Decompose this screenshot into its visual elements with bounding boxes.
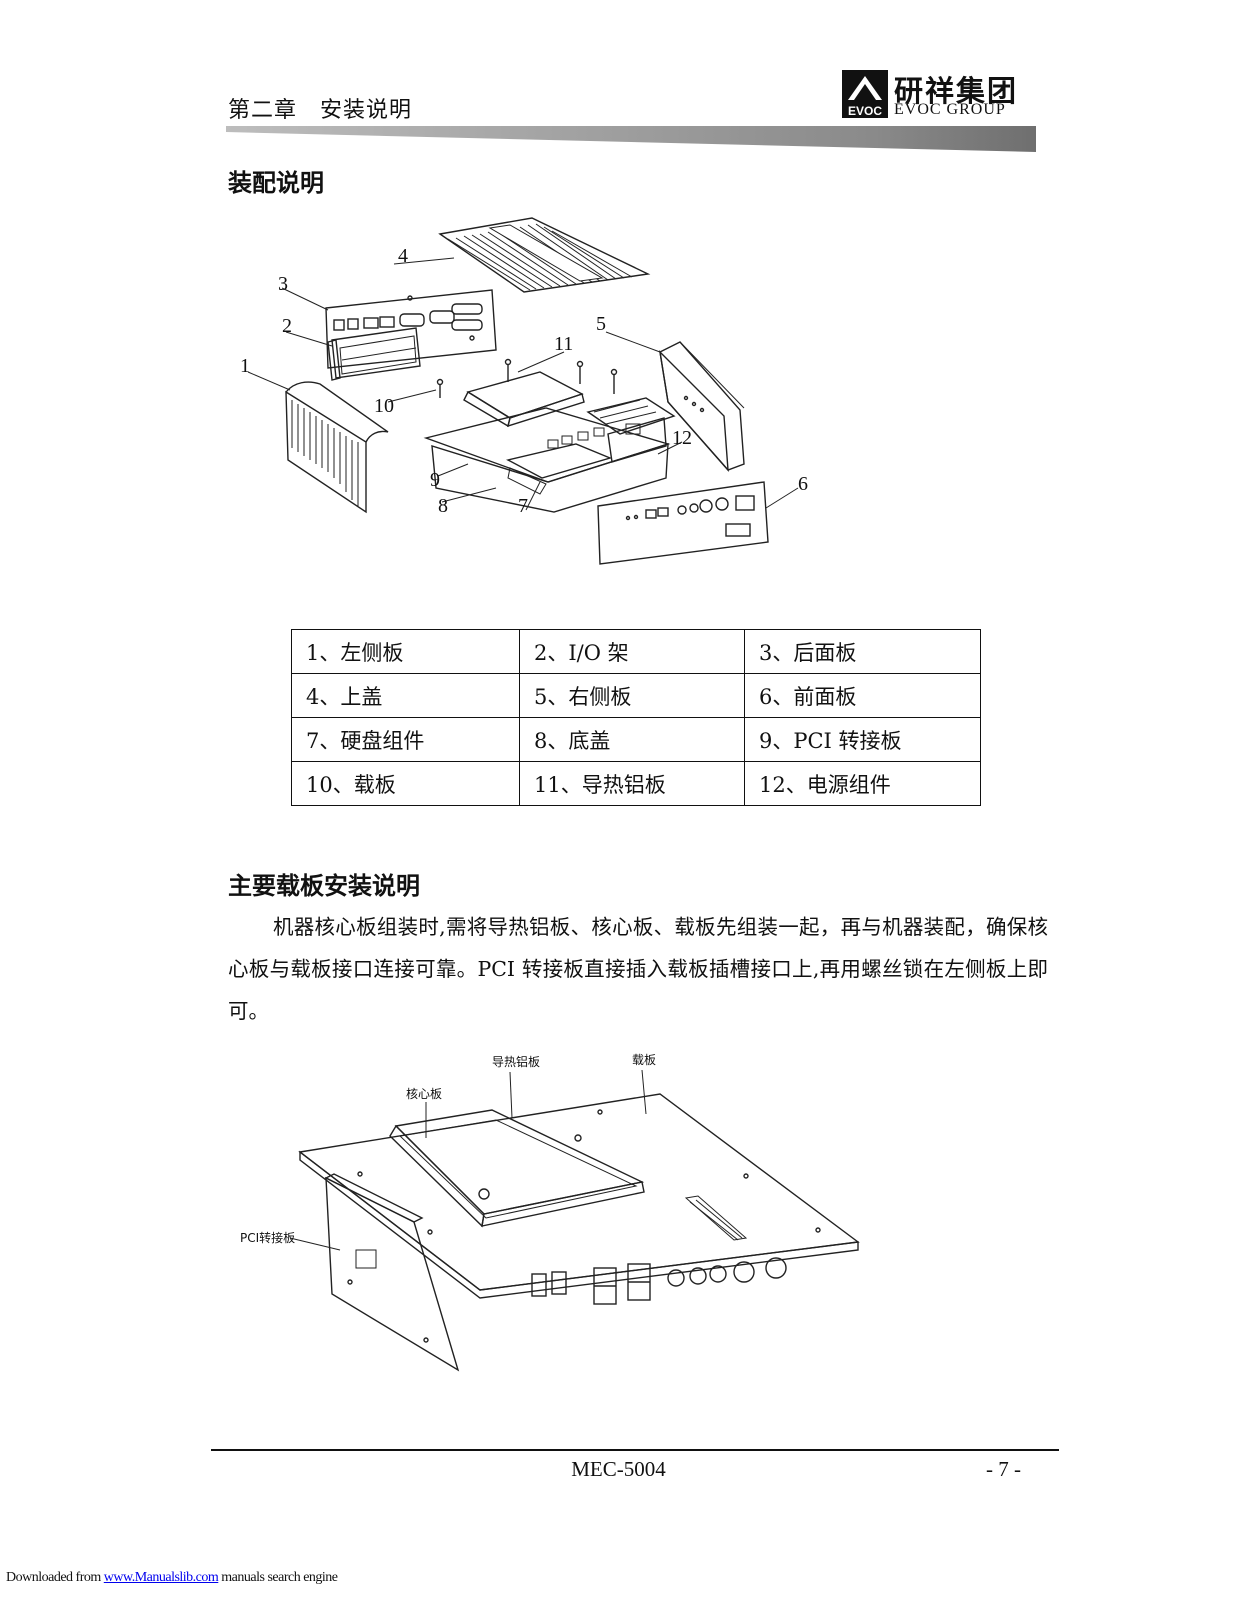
pci-riser-part <box>324 1173 460 1372</box>
central-assembly-part <box>423 358 676 513</box>
callout-1: 1 <box>240 355 250 377</box>
evoc-logo: EVOC 研祥集团 EVOC GROUP <box>842 70 1034 122</box>
label-core-board: 核心板 <box>406 1087 442 1101</box>
table-cell: 7、硬盘组件 <box>291 717 520 762</box>
evoc-logo-mark-icon: EVOC <box>842 70 888 118</box>
page-number: - 7 - <box>986 1457 1021 1481</box>
table-cell: 9、PCI 转接板 <box>744 717 981 762</box>
table-cell: 10、载板 <box>291 761 520 806</box>
table-cell: 6、前面板 <box>744 673 981 718</box>
parts-table: 1、左侧板 2、I/O 架 3、后面板 4、上盖 5、右侧板 6、前面板 7、硬… <box>291 629 981 806</box>
rear-io-ports-part <box>531 1257 787 1305</box>
callout-8: 8 <box>438 495 448 517</box>
left-side-panel-part <box>285 381 389 514</box>
table-row: 10、载板 11、导热铝板 12、电源组件 <box>291 761 981 806</box>
callout-2: 2 <box>282 315 292 337</box>
logo-english-name: EVOC GROUP <box>894 101 1006 118</box>
table-row: 1、左侧板 2、I/O 架 3、后面板 <box>291 629 981 674</box>
header-rule <box>226 126 1036 152</box>
callout-3: 3 <box>278 273 288 295</box>
table-cell: 2、I/O 架 <box>519 629 745 674</box>
download-prefix: Downloaded from <box>6 1570 104 1585</box>
front-panel-part <box>597 481 769 565</box>
callout-12: 12 <box>672 427 692 449</box>
section-title-carrier-install: 主要载板安装说明 <box>228 872 420 900</box>
table-row: 7、硬盘组件 8、底盖 9、PCI 转接板 <box>291 717 981 762</box>
download-suffix: manuals search engine <box>218 1570 338 1585</box>
exploded-assembly-diagram: 4 3 2 1 5 11 10 12 9 8 7 6 <box>240 217 808 565</box>
footer-model: MEC-5004 <box>571 1457 666 1481</box>
table-cell: 5、右侧板 <box>519 673 745 718</box>
table-cell: 1、左侧板 <box>291 629 520 674</box>
table-cell: 3、后面板 <box>744 629 981 674</box>
chapter-title: 第二章 安装说明 <box>228 98 413 123</box>
callout-4: 4 <box>398 245 408 267</box>
core-board-part <box>389 1109 645 1228</box>
rear-panel-part <box>325 289 497 369</box>
manualslib-link[interactable]: www.Manualslib.com <box>103 1570 219 1585</box>
logo-chinese-name: 研祥集团 <box>894 74 1019 108</box>
callout-6: 6 <box>798 473 808 495</box>
download-notice: Downloaded from www.Manualslib.com manua… <box>6 1570 338 1586</box>
callout-10: 10 <box>374 395 394 417</box>
label-carrier-board: 载板 <box>632 1053 656 1067</box>
footer-rule <box>211 1449 1059 1451</box>
table-cell: 12、电源组件 <box>744 761 981 806</box>
right-side-panel-part <box>658 341 745 473</box>
io-bracket-part <box>327 327 421 381</box>
top-cover-part <box>438 217 651 293</box>
table-cell: 4、上盖 <box>291 673 520 718</box>
carrier-board-part <box>298 1093 860 1299</box>
carrier-board-diagram: 导热铝板 载板 核心板 PCI转接板 <box>240 1053 860 1372</box>
callout-7: 7 <box>518 495 528 517</box>
table-row: 4、上盖 5、右侧板 6、前面板 <box>291 673 981 718</box>
install-paragraph: 机器核心板组装时,需将导热铝板、核心板、载板先组装一起，再与机器装配，确保核心板… <box>228 915 1048 1023</box>
logo-mark-text: EVOC <box>848 104 882 118</box>
label-pci-riser: PCI转接板 <box>240 1230 295 1245</box>
callout-9: 9 <box>430 469 440 491</box>
callout-5: 5 <box>596 313 606 335</box>
label-thermal-plate: 导热铝板 <box>492 1054 540 1069</box>
table-cell: 8、底盖 <box>519 717 745 762</box>
pin-headers-part <box>684 1195 748 1241</box>
table-cell: 11、导热铝板 <box>519 761 745 806</box>
section-title-assembly: 装配说明 <box>228 169 324 197</box>
callout-11: 11 <box>554 333 573 355</box>
